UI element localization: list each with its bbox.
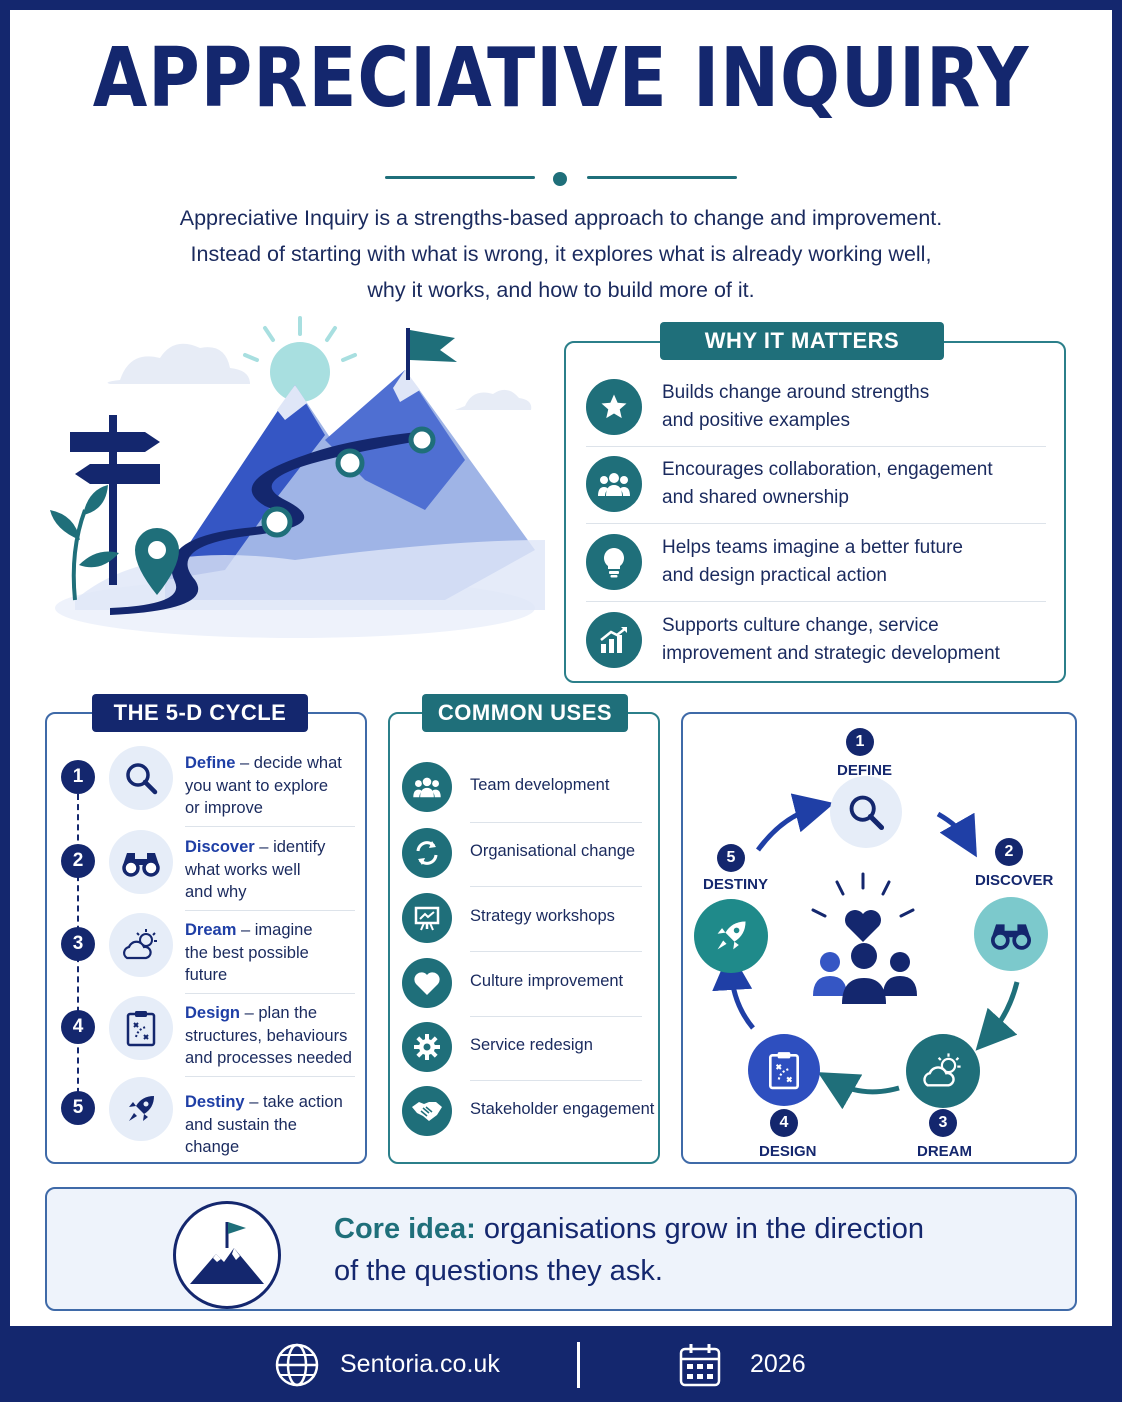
use-item: Strategy workshops [402, 885, 646, 949]
footer-divider [577, 1342, 580, 1388]
define-search-icon [830, 776, 902, 848]
use-item: Service redesign [402, 1014, 646, 1078]
node-label: DESTINY [703, 876, 769, 893]
discover-binoculars-icon [974, 897, 1048, 971]
common-uses-heading: COMMON USES [422, 694, 628, 732]
binoculars-icon [109, 830, 173, 894]
team-icon [402, 762, 452, 812]
heart-icon [402, 958, 452, 1008]
common-uses-panel: Team development Organisational change S… [388, 712, 660, 1164]
growth-chart-icon [586, 612, 642, 668]
five-d-cycle-heading: THE 5-D CYCLE [92, 694, 308, 732]
star-icon [586, 379, 642, 435]
node-number: 3 [929, 1109, 957, 1137]
cycle-diagram-panel: 1 DEFINE 2 DISCOVER 3 DREAM 4 DESIGN 5 D… [681, 712, 1077, 1164]
node-label: DEFINE [837, 762, 893, 779]
node-number: 1 [846, 728, 874, 756]
search-icon [109, 746, 173, 810]
node-label: DREAM [917, 1143, 972, 1160]
intro-text: Appreciative Inquiry is a strengths-base… [179, 206, 943, 302]
handshake-icon [402, 1086, 452, 1136]
calendar-icon [679, 1344, 721, 1387]
year-label: 2026 [750, 1350, 806, 1378]
people-icon [586, 456, 642, 512]
node-number: 2 [995, 838, 1023, 866]
destiny-rocket-icon [694, 899, 768, 973]
lightbulb-icon [586, 534, 642, 590]
use-item: Stakeholder engagement [402, 1078, 654, 1142]
node-label: DISCOVER [975, 872, 1054, 889]
mountain-flag-icon [173, 1201, 281, 1309]
design-clipboard-icon [748, 1034, 820, 1106]
refresh-icon [402, 828, 452, 878]
gear-icon [402, 1022, 452, 1072]
cycle-arrows [712, 793, 1020, 1110]
use-item: Organisational change [402, 820, 646, 884]
why-it-matters-heading: WHY IT MATTERS [660, 322, 944, 360]
globe-icon [275, 1343, 319, 1387]
clipboard-plan-icon [109, 996, 173, 1060]
node-number: 5 [717, 844, 745, 872]
core-idea-text-2: of the questions they ask. [334, 1255, 663, 1287]
use-item: Culture improvement [402, 950, 646, 1014]
title-divider [0, 172, 1122, 186]
use-item: Team development [402, 754, 646, 818]
presentation-icon [402, 893, 452, 943]
mountain-path-illustration [50, 316, 545, 638]
core-idea-text: Core idea: organisations grow in the dir… [334, 1213, 924, 1245]
node-label: DESIGN [759, 1143, 817, 1160]
core-idea-banner: Core idea: organisations grow in the dir… [45, 1187, 1077, 1311]
rocket-icon [109, 1077, 173, 1141]
dream-cloud-sun-icon [906, 1034, 980, 1108]
footer-bar: Sentoria.co.uk 2026 [0, 1326, 1122, 1402]
page-title: APPRECIATIVE INQUIRY [92, 31, 1030, 126]
cloud-sun-icon [109, 913, 173, 977]
node-number: 4 [770, 1109, 798, 1137]
website-link[interactable]: Sentoria.co.uk [340, 1350, 500, 1378]
